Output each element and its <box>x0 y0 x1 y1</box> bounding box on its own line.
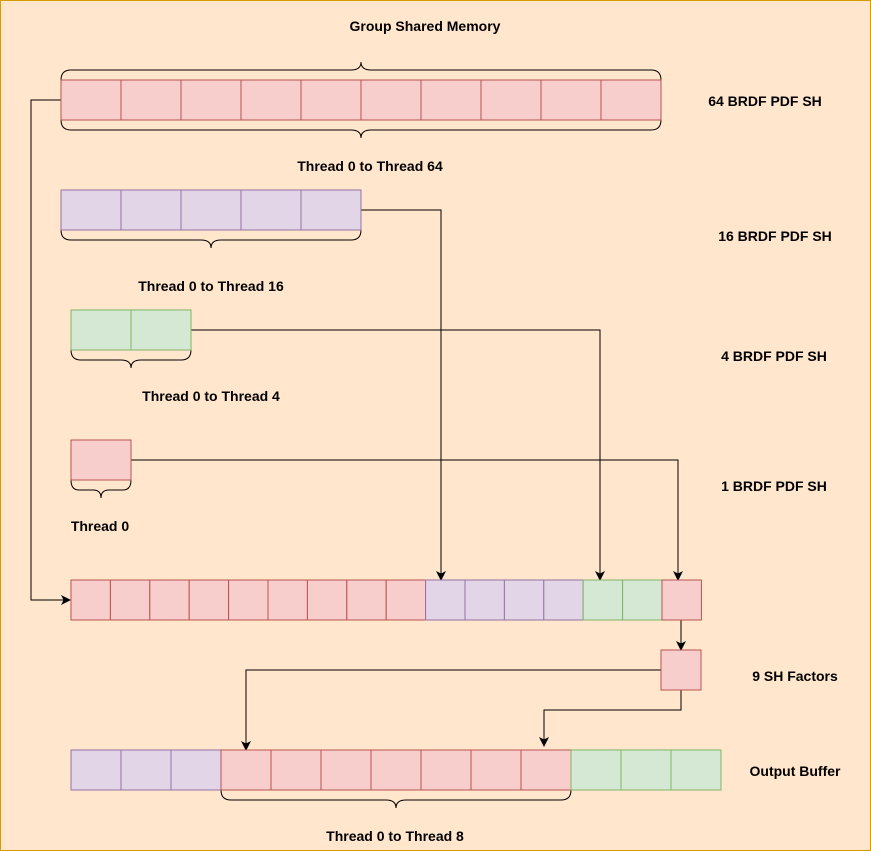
sh1-thread-label: Thread 0 <box>71 518 130 534</box>
factors-cells <box>660 649 702 691</box>
output-thread-label: Thread 0 to Thread 8 <box>326 828 464 844</box>
combined-cell <box>425 579 466 621</box>
braces <box>60 61 662 809</box>
combined-cell <box>346 579 387 621</box>
output-cell <box>70 749 122 791</box>
connectors <box>30 99 686 751</box>
output-cell <box>220 749 272 791</box>
combined-cell <box>149 579 190 621</box>
combined-cell <box>267 579 308 621</box>
sh64-cell <box>300 79 362 121</box>
output-cell <box>420 749 472 791</box>
output-cell <box>670 749 722 791</box>
combined-cell <box>228 579 269 621</box>
sh64-cell <box>120 79 182 121</box>
combined-cell <box>464 579 505 621</box>
output-cell <box>120 749 172 791</box>
sh64-cells <box>60 79 662 121</box>
output-cell <box>270 749 322 791</box>
diagram-title: Group Shared Memory <box>350 18 501 34</box>
sh64-cell <box>420 79 482 121</box>
sh64-to-combined-arrow <box>30 99 71 605</box>
sh4-brace <box>70 349 192 369</box>
sh16-cells <box>60 189 362 231</box>
sh64-cell <box>240 79 302 121</box>
sh1-to-combined-arrow <box>131 459 683 581</box>
output-cell <box>620 749 672 791</box>
sh64-top-brace <box>60 61 662 81</box>
sh16-to-combined-arrow <box>361 209 446 581</box>
sh1-cell <box>70 439 132 481</box>
output-cell <box>370 749 422 791</box>
factors-label: 9 SH Factors <box>752 668 838 684</box>
combined-cell <box>109 579 151 621</box>
output-cell <box>520 749 572 791</box>
combined-cell <box>70 579 111 621</box>
sh64-cell <box>180 79 242 121</box>
combined-cells <box>70 579 702 621</box>
sh1-label: 1 BRDF PDF SH <box>721 478 827 494</box>
sh64-cell <box>60 79 122 121</box>
output-cell <box>470 749 522 791</box>
output-cell <box>570 749 622 791</box>
sh4-cell <box>130 309 192 351</box>
combined-cell <box>582 579 624 621</box>
sh4-to-combined-arrow <box>191 329 605 581</box>
output-brace <box>220 789 572 809</box>
sh64-cell <box>540 79 602 121</box>
sh64-cell <box>480 79 542 121</box>
sh16-brace <box>60 229 362 249</box>
combined-cell <box>503 579 545 621</box>
sh64-bottom-brace <box>60 119 662 139</box>
output-cells <box>70 749 722 791</box>
sh64-cell <box>360 79 422 121</box>
sh4-cell <box>70 309 132 351</box>
sh16-cell <box>300 189 362 231</box>
combined-cell <box>188 579 230 621</box>
combined-cell <box>622 579 663 621</box>
sh4-label: 4 BRDF PDF SH <box>721 348 827 364</box>
sh16-cell <box>120 189 182 231</box>
sh16-cell <box>60 189 122 231</box>
sh64-label: 64 BRDF PDF SH <box>708 93 822 109</box>
sh1-brace <box>70 479 132 499</box>
combined-cell <box>306 579 348 621</box>
factors-to-output-arrow-b <box>539 690 682 747</box>
output-cell <box>320 749 372 791</box>
combined-cell <box>543 579 584 621</box>
factors-to-output-arrow-a <box>241 669 661 751</box>
sh1-cells <box>70 439 132 481</box>
sh16-cell <box>180 189 242 231</box>
sh4-cells <box>70 309 192 351</box>
sh16-label: 16 BRDF PDF SH <box>718 228 832 244</box>
sh16-cell <box>240 189 302 231</box>
output-cell <box>170 749 222 791</box>
sh16-thread-label: Thread 0 to Thread 16 <box>138 278 284 294</box>
combined-cell <box>661 579 702 621</box>
factors-cell <box>660 649 702 691</box>
combined-cell <box>385 579 427 621</box>
sh64-cell <box>600 79 662 121</box>
output-label: Output Buffer <box>750 763 842 779</box>
sh4-thread-label: Thread 0 to Thread 4 <box>142 388 280 404</box>
sh64-thread-label: Thread 0 to Thread 64 <box>297 158 443 174</box>
